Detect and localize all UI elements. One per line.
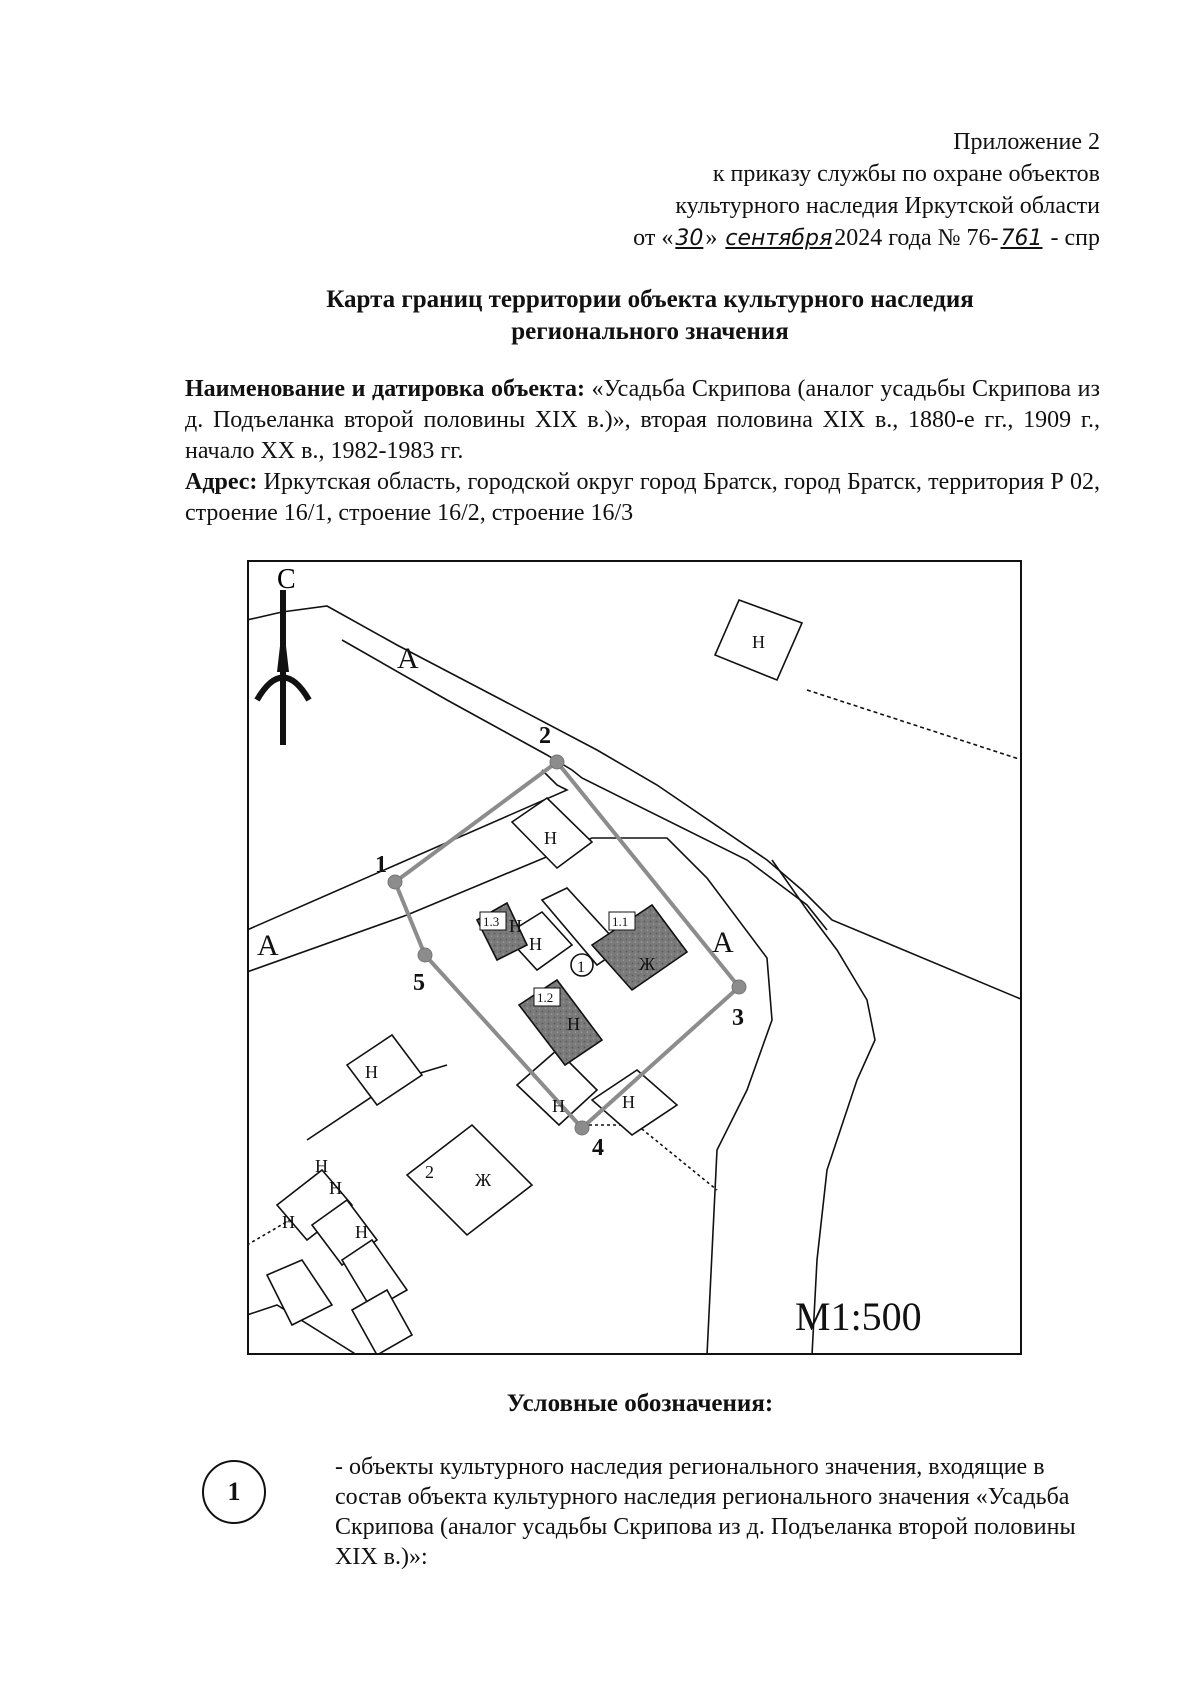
point-label-3: 3	[732, 1005, 744, 1031]
road-label-right: А	[712, 926, 734, 959]
sub-object-label-1-3: 1.3	[483, 914, 499, 929]
object-name-label: Наименование и датировка объекта:	[185, 376, 585, 402]
map-scale: М1:500	[795, 1294, 922, 1339]
legend-description: - объекты культурного наследия региональ…	[335, 1454, 1076, 1570]
boundary-map: С А А А 1 2 3 4 5 Н Н Н Н Ж Н	[247, 560, 1022, 1355]
building-top-center	[510, 796, 594, 870]
object-address-label: Адрес:	[185, 469, 258, 495]
boundary-point-1	[387, 874, 403, 890]
appendix-line-3: культурного наследия Иркутской области	[675, 193, 1100, 219]
object-address-paragraph: Адрес: Иркутская область, городской окру…	[185, 467, 1100, 529]
order-day: 30	[675, 226, 704, 251]
building-plot-big	[405, 1123, 534, 1237]
legend-title: Условные обозначения:	[506, 1390, 774, 1417]
boundary-point-5	[417, 947, 433, 963]
object-name-value: «Усадьба Скрипова (аналог усадьбы Скрипо…	[185, 376, 1100, 464]
building-label-sw-2: Н	[329, 1178, 342, 1198]
title-line-1: Карта границ территории объекта культурн…	[326, 286, 974, 313]
appendix-line-1: Приложение 2	[953, 129, 1100, 155]
building-label-plot-big: Ж	[475, 1170, 492, 1190]
road-upper-band-edge	[341, 639, 828, 931]
building-label-sw-4: Н	[282, 1212, 295, 1232]
north-arrow: С	[254, 564, 312, 745]
building-sw-5	[350, 1288, 414, 1355]
order-line: от «30» сентября2024 года № 76-761 - спр	[633, 222, 1100, 255]
building-plot-ne	[590, 1068, 679, 1137]
territory-boundary	[392, 759, 742, 1131]
map-frame	[247, 560, 1022, 1355]
title-line-2: регионального значения	[511, 318, 789, 345]
point-label-1: 1	[375, 852, 387, 878]
building-sw-1	[275, 1168, 354, 1242]
point-label-5: 5	[413, 970, 425, 996]
building-plot-center	[345, 1033, 424, 1107]
order-suffix: - спр	[1044, 225, 1101, 251]
building-sw-4	[265, 1259, 334, 1327]
sub-object-label-1-1: 1.1	[612, 914, 628, 929]
sub-object-label-1-2: 1.2	[537, 990, 553, 1005]
building-label-sw-3: Н	[355, 1222, 368, 1242]
object-name-paragraph: Наименование и датировка объекта: «Усадь…	[185, 374, 1100, 467]
boundary-point-4	[574, 1120, 590, 1136]
order-prefix: от «	[633, 225, 674, 251]
road-outer-edge	[771, 859, 876, 1355]
order-year-number: 2024 года № 76-	[834, 225, 999, 251]
building-label-se: Н	[552, 1096, 565, 1116]
building-label-ne: Н	[752, 632, 765, 652]
building-label-center: Н	[529, 934, 542, 954]
building-label-1-1: Ж	[639, 954, 656, 974]
road-lower-edge	[247, 837, 773, 1355]
order-number: 761	[1000, 226, 1043, 251]
appendix-header: Приложение 2 к приказу службы по охране …	[633, 126, 1100, 255]
road-label-left: А	[257, 929, 279, 962]
building-ne	[713, 598, 804, 682]
building-label-sw-1: Н	[315, 1156, 328, 1176]
legend-symbol-label: 1	[227, 1477, 241, 1506]
neighbor-fence-line	[806, 689, 1022, 761]
point-label-2: 2	[539, 723, 551, 749]
boundary-point-3	[731, 979, 747, 995]
building-label-top-center: Н	[544, 828, 557, 848]
appendix-line-2: к приказу службы по охране объектов	[712, 161, 1100, 187]
road-top-edge	[247, 605, 1022, 1001]
north-label: С	[277, 564, 296, 595]
road-label-top: А	[397, 642, 419, 675]
building-label-plot-ne: Н	[622, 1092, 635, 1112]
building-number-plot-big: 2	[425, 1162, 434, 1182]
order-mid: »	[705, 225, 724, 251]
map-svg: С А А А 1 2 3 4 5 Н Н Н Н Ж Н	[247, 560, 1022, 1355]
document-title: Карта границ территории объекта культурн…	[190, 284, 1110, 348]
object-marker: 1	[570, 953, 594, 977]
object-info: Наименование и датировка объекта: «Усадь…	[185, 374, 1100, 529]
road-wedge-edge	[247, 769, 569, 931]
legend-object-symbol: 1	[202, 1460, 266, 1524]
lower-plot-line-4	[247, 1304, 358, 1355]
order-month: сентября	[725, 226, 833, 251]
object-marker-label: 1	[577, 959, 585, 976]
building-se	[515, 1048, 599, 1127]
building-label-1-3: Н	[509, 916, 522, 936]
building-center	[503, 910, 574, 972]
building-sw-3	[340, 1238, 409, 1312]
building-label-plot-center: Н	[365, 1062, 378, 1082]
point-label-4: 4	[592, 1135, 604, 1161]
boundary-point-2	[549, 754, 565, 770]
object-address-value: Иркутская область, городской округ город…	[185, 469, 1100, 526]
building-label-1-2: Н	[567, 1014, 580, 1034]
heritage-building-1-1	[590, 903, 689, 992]
